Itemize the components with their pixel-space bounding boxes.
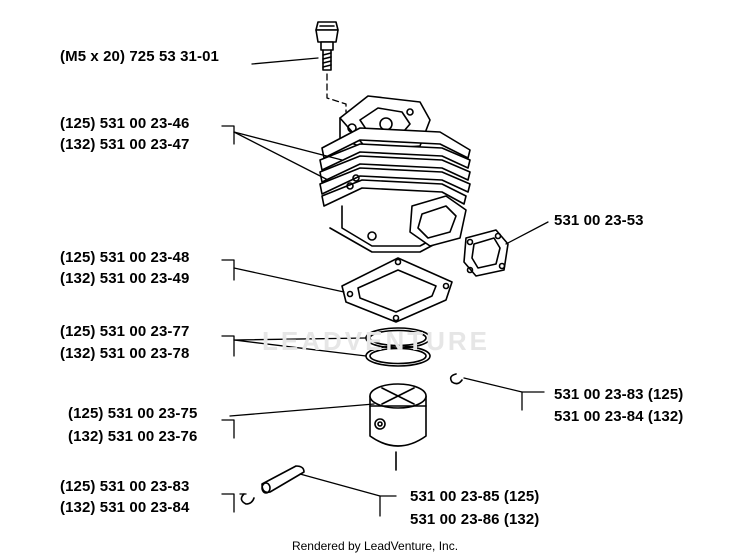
circlip-left-part bbox=[240, 493, 255, 505]
exhaust-gasket-part bbox=[463, 229, 509, 277]
label-clip-left-125: (125) 531 00 23-83 bbox=[60, 478, 190, 495]
label-base-gasket-132: (132) 531 00 23-49 bbox=[60, 270, 190, 287]
label-piston-125: (125) 531 00 23-75 bbox=[68, 405, 198, 422]
label-clip-left-132: (132) 531 00 23-84 bbox=[60, 499, 190, 516]
label-cylinder-125: (125) 531 00 23-46 bbox=[60, 115, 190, 132]
base-gasket-part bbox=[341, 257, 453, 323]
label-base-gasket-125: (125) 531 00 23-48 bbox=[60, 249, 190, 266]
cylinder-part bbox=[319, 95, 471, 253]
piston-pin-part bbox=[261, 465, 305, 494]
circlip-right-part bbox=[449, 373, 463, 385]
label-rings-125: (125) 531 00 23-77 bbox=[60, 323, 190, 340]
watermark-text: LEADVENTURE bbox=[262, 326, 491, 356]
label-pin-125: 531 00 23-85 (125) bbox=[410, 488, 540, 505]
label-clip-right-132: 531 00 23-84 (132) bbox=[554, 408, 684, 425]
label-exhaust-gasket: 531 00 23-53 bbox=[554, 212, 644, 229]
piston-part bbox=[369, 383, 427, 471]
bolt-part bbox=[315, 21, 339, 71]
label-rings-132: (132) 531 00 23-78 bbox=[60, 345, 190, 362]
label-piston-132: (132) 531 00 23-76 bbox=[68, 428, 198, 445]
leader-lines bbox=[221, 57, 549, 517]
footer-credit: Rendered by LeadVenture, Inc. bbox=[291, 539, 459, 553]
label-bolt: (M5 x 20) 725 53 31-01 bbox=[60, 48, 219, 65]
label-clip-right-125: 531 00 23-83 (125) bbox=[554, 386, 684, 403]
label-pin-132: 531 00 23-86 (132) bbox=[410, 511, 540, 528]
label-cylinder-132: (132) 531 00 23-47 bbox=[60, 136, 190, 153]
bolt-axis bbox=[326, 73, 347, 113]
